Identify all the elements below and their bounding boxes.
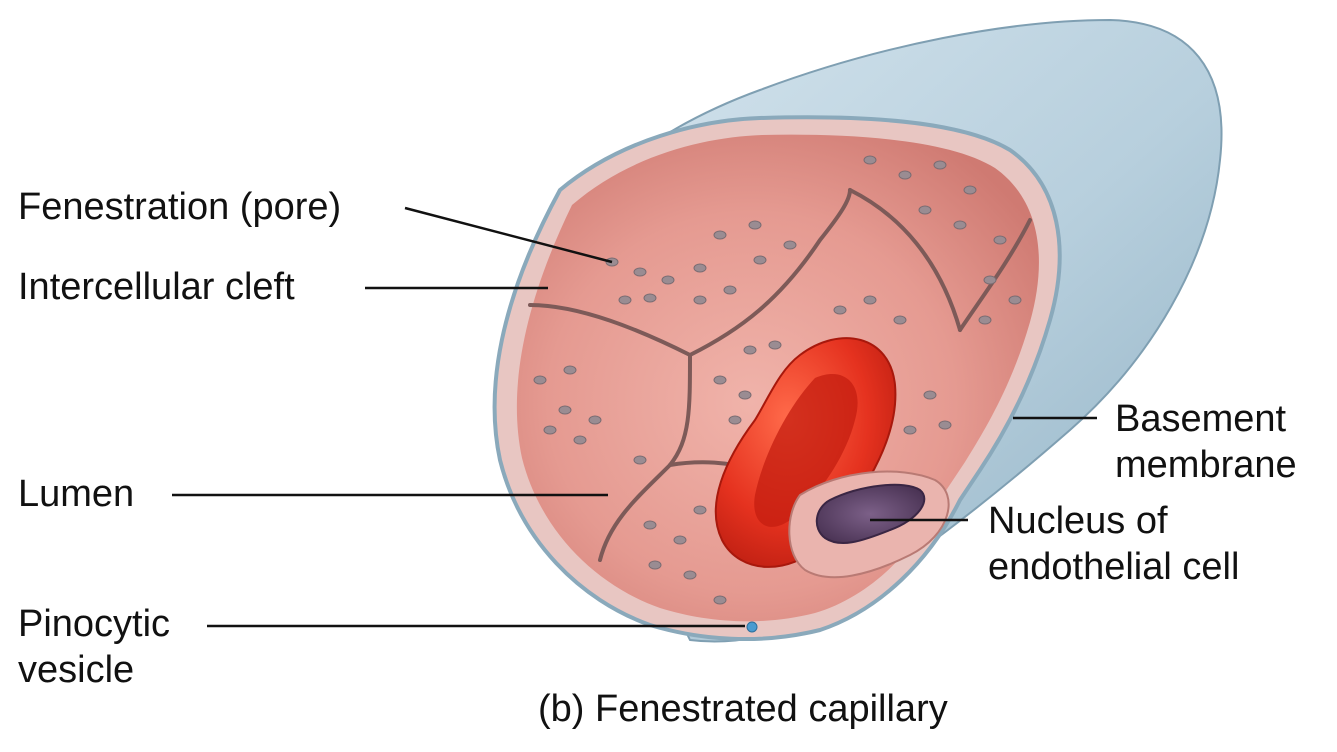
fenestration-pores [533,155,1022,605]
label-basement-line2: membrane [1115,444,1297,486]
nucleus-shape [815,483,926,545]
label-fenestration: Fenestration (pore) [18,184,341,230]
label-fenestration-text: Fenestration (pore) [18,186,342,228]
figure-caption-text: (b) Fenestrated capillary [538,688,948,730]
label-pinocytic-line1: Pinocytic [18,603,171,645]
label-lumen-text: Lumen [18,473,135,515]
label-basement-line1: Basement [1115,398,1287,440]
label-basement-membrane: Basement membrane [1115,396,1297,488]
label-lumen: Lumen [18,471,134,517]
label-pinocytic-line2: vesicle [18,649,135,691]
label-intercellular-cleft-text: Intercellular cleft [18,266,295,308]
label-intercellular-cleft: Intercellular cleft [18,264,295,310]
label-nucleus-line2: endothelial cell [988,546,1240,588]
label-nucleus-line1: Nucleus of [988,500,1168,542]
red-blood-cell [714,337,897,568]
leader-fenestration [404,206,613,264]
label-nucleus: Nucleus of endothelial cell [988,498,1239,590]
label-pinocytic-vesicle: Pinocytic vesicle [18,601,170,693]
pinocytic-vesicle-shape [746,621,758,633]
figure-caption: (b) Fenestrated capillary [538,686,948,732]
leader-lines [172,206,1097,628]
